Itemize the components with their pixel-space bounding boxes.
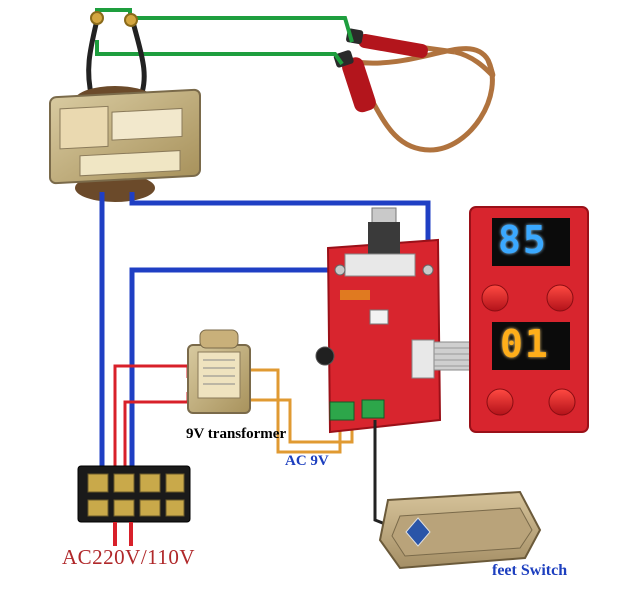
main-transformer bbox=[49, 86, 201, 202]
small-9v-transformer bbox=[187, 329, 251, 414]
switch-terminal bbox=[361, 399, 385, 419]
pedal-logo bbox=[405, 517, 431, 547]
foot-switch[interactable] bbox=[378, 490, 542, 570]
ribbon-connector bbox=[411, 339, 435, 379]
lug-terminal bbox=[90, 11, 104, 25]
orange-wires bbox=[250, 368, 354, 454]
ribbon-cable bbox=[433, 341, 475, 371]
weld-probe-handles bbox=[333, 28, 428, 113]
lug-terminal bbox=[124, 13, 138, 27]
mains-feed-wires bbox=[113, 522, 133, 546]
button-top-left[interactable] bbox=[481, 284, 509, 312]
label-ac-9v: AC 9V bbox=[285, 453, 329, 469]
top-display-window bbox=[492, 218, 570, 266]
label-9v-transformer: 9V transformer bbox=[186, 426, 287, 442]
electrolytic-cap bbox=[315, 346, 335, 366]
button-bottom-right[interactable] bbox=[548, 388, 576, 416]
bottom-display-window bbox=[492, 322, 570, 370]
control-pcb bbox=[315, 207, 442, 434]
relay bbox=[369, 309, 389, 325]
capacitor bbox=[340, 290, 370, 300]
ac-input-terminal bbox=[329, 401, 355, 421]
red-wires bbox=[113, 364, 190, 468]
display-panel bbox=[469, 206, 589, 433]
label-feet-switch: feet Switch bbox=[492, 562, 568, 579]
mains-terminal-block bbox=[77, 465, 191, 523]
button-bottom-left[interactable] bbox=[486, 388, 514, 416]
screw-terminal bbox=[422, 264, 434, 276]
green-wire-lower bbox=[95, 40, 344, 66]
screw-terminal bbox=[334, 264, 346, 276]
bottom-display-readout: 01 bbox=[500, 322, 550, 366]
label-mains-voltage: AC220V/110V bbox=[62, 545, 196, 569]
triac bbox=[368, 222, 400, 256]
button-top-right[interactable] bbox=[546, 284, 574, 312]
terminal-strip bbox=[344, 253, 416, 277]
blue-wire-top bbox=[129, 192, 431, 270]
top-display-readout: 85 bbox=[498, 218, 548, 262]
